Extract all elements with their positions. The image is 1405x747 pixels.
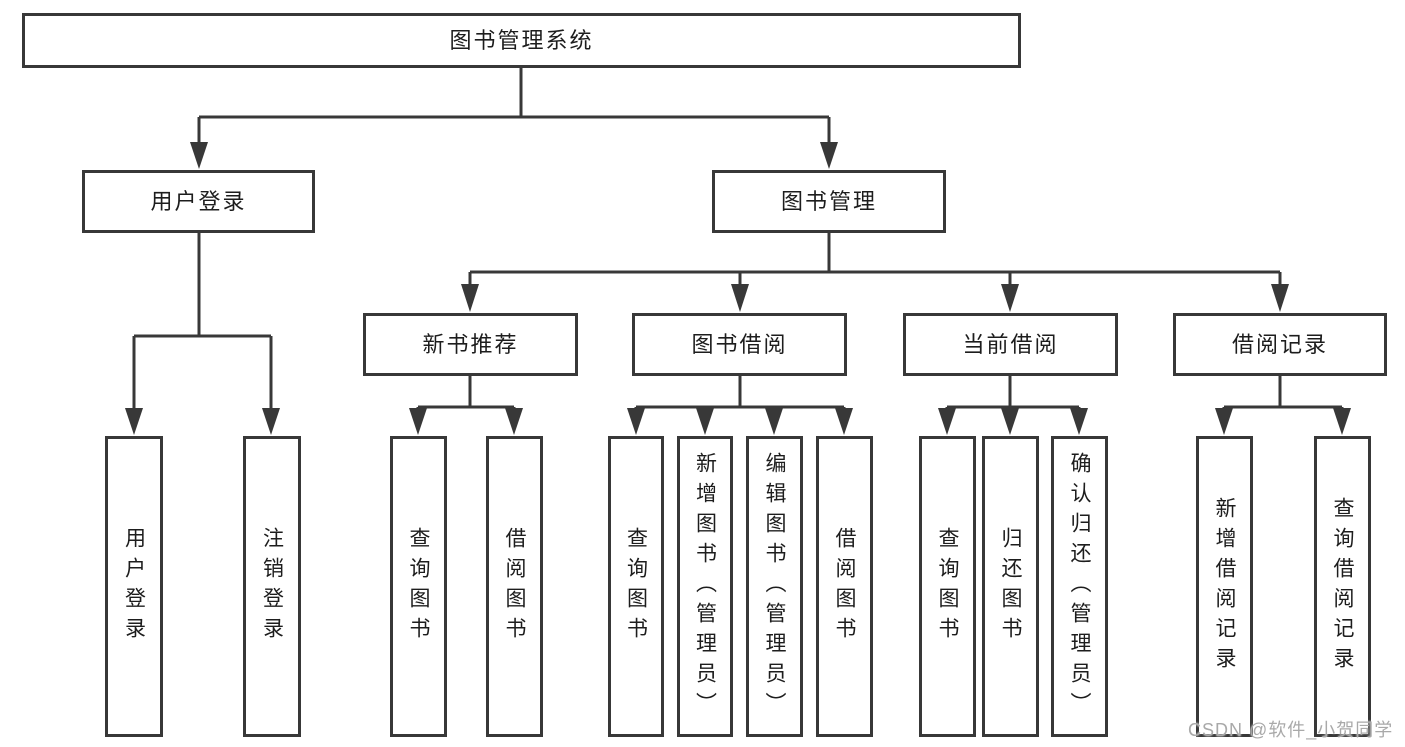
node-borrowing-records: 借阅记录 bbox=[1173, 313, 1387, 376]
node-new-book-recommend-label: 新书推荐 bbox=[422, 331, 519, 357]
leaf-query-books-borrowing-label: 查询图书 bbox=[624, 526, 648, 647]
leaf-logout-label: 注销登录 bbox=[260, 526, 284, 647]
leaf-edit-book-admin: 编辑图书（管理员） bbox=[746, 436, 803, 737]
leaf-query-borrow-record: 查询借阅记录 bbox=[1314, 436, 1371, 737]
leaf-confirm-return-admin: 确认归还（管理员） bbox=[1051, 436, 1108, 737]
leaf-query-books-current: 查询图书 bbox=[919, 436, 976, 737]
edges-borrowing-records bbox=[1215, 376, 1351, 435]
node-user-login: 用户登录 bbox=[82, 170, 315, 233]
node-root-label: 图书管理系统 bbox=[449, 27, 594, 53]
edges-book-management bbox=[461, 233, 1289, 312]
leaf-query-books-recommend-label: 查询图书 bbox=[407, 526, 430, 647]
leaf-borrow-books-label: 借阅图书 bbox=[833, 526, 856, 647]
node-user-login-label: 用户登录 bbox=[150, 188, 247, 214]
node-borrowing-records-label: 借阅记录 bbox=[1231, 331, 1328, 357]
leaf-add-book-admin: 新增图书（管理员） bbox=[677, 436, 733, 737]
leaf-query-books-borrowing: 查询图书 bbox=[608, 436, 664, 737]
leaf-borrow-books: 借阅图书 bbox=[816, 436, 873, 737]
edges-book-borrowing bbox=[627, 376, 853, 435]
edges-user-login bbox=[125, 233, 280, 435]
leaf-user-login-label: 用户登录 bbox=[122, 526, 146, 647]
leaf-borrow-books-recommend-label: 借阅图书 bbox=[503, 526, 526, 647]
leaf-return-book-label: 归还图书 bbox=[999, 526, 1022, 647]
node-current-borrowing-label: 当前借阅 bbox=[962, 331, 1059, 357]
leaf-query-books-recommend: 查询图书 bbox=[390, 436, 447, 737]
leaf-user-login: 用户登录 bbox=[105, 436, 163, 737]
edges-current-borrowing bbox=[938, 376, 1088, 435]
node-book-management-label: 图书管理 bbox=[780, 188, 877, 214]
edges-new-book-recommend bbox=[409, 376, 523, 435]
node-new-book-recommend: 新书推荐 bbox=[363, 313, 578, 376]
leaf-return-book: 归还图书 bbox=[982, 436, 1039, 737]
node-current-borrowing: 当前借阅 bbox=[903, 313, 1118, 376]
leaf-query-borrow-record-label: 查询借阅记录 bbox=[1331, 496, 1354, 677]
leaf-add-borrow-record-label: 新增借阅记录 bbox=[1213, 496, 1236, 677]
leaf-query-books-current-label: 查询图书 bbox=[936, 526, 959, 647]
node-book-management: 图书管理 bbox=[712, 170, 946, 233]
edges-root bbox=[190, 68, 838, 169]
leaf-confirm-return-admin-label: 确认归还（管理员） bbox=[1068, 451, 1091, 722]
node-book-borrowing-label: 图书借阅 bbox=[691, 331, 788, 357]
csdn-watermark: CSDN @软件_小贺同学 bbox=[1188, 720, 1394, 740]
leaf-borrow-books-recommend: 借阅图书 bbox=[486, 436, 543, 737]
leaf-add-book-admin-label: 新增图书（管理员） bbox=[693, 451, 717, 722]
leaf-logout: 注销登录 bbox=[243, 436, 301, 737]
node-book-borrowing: 图书借阅 bbox=[632, 313, 847, 376]
leaf-add-borrow-record: 新增借阅记录 bbox=[1196, 436, 1253, 737]
leaf-edit-book-admin-label: 编辑图书（管理员） bbox=[763, 451, 786, 722]
node-root: 图书管理系统 bbox=[22, 13, 1021, 68]
